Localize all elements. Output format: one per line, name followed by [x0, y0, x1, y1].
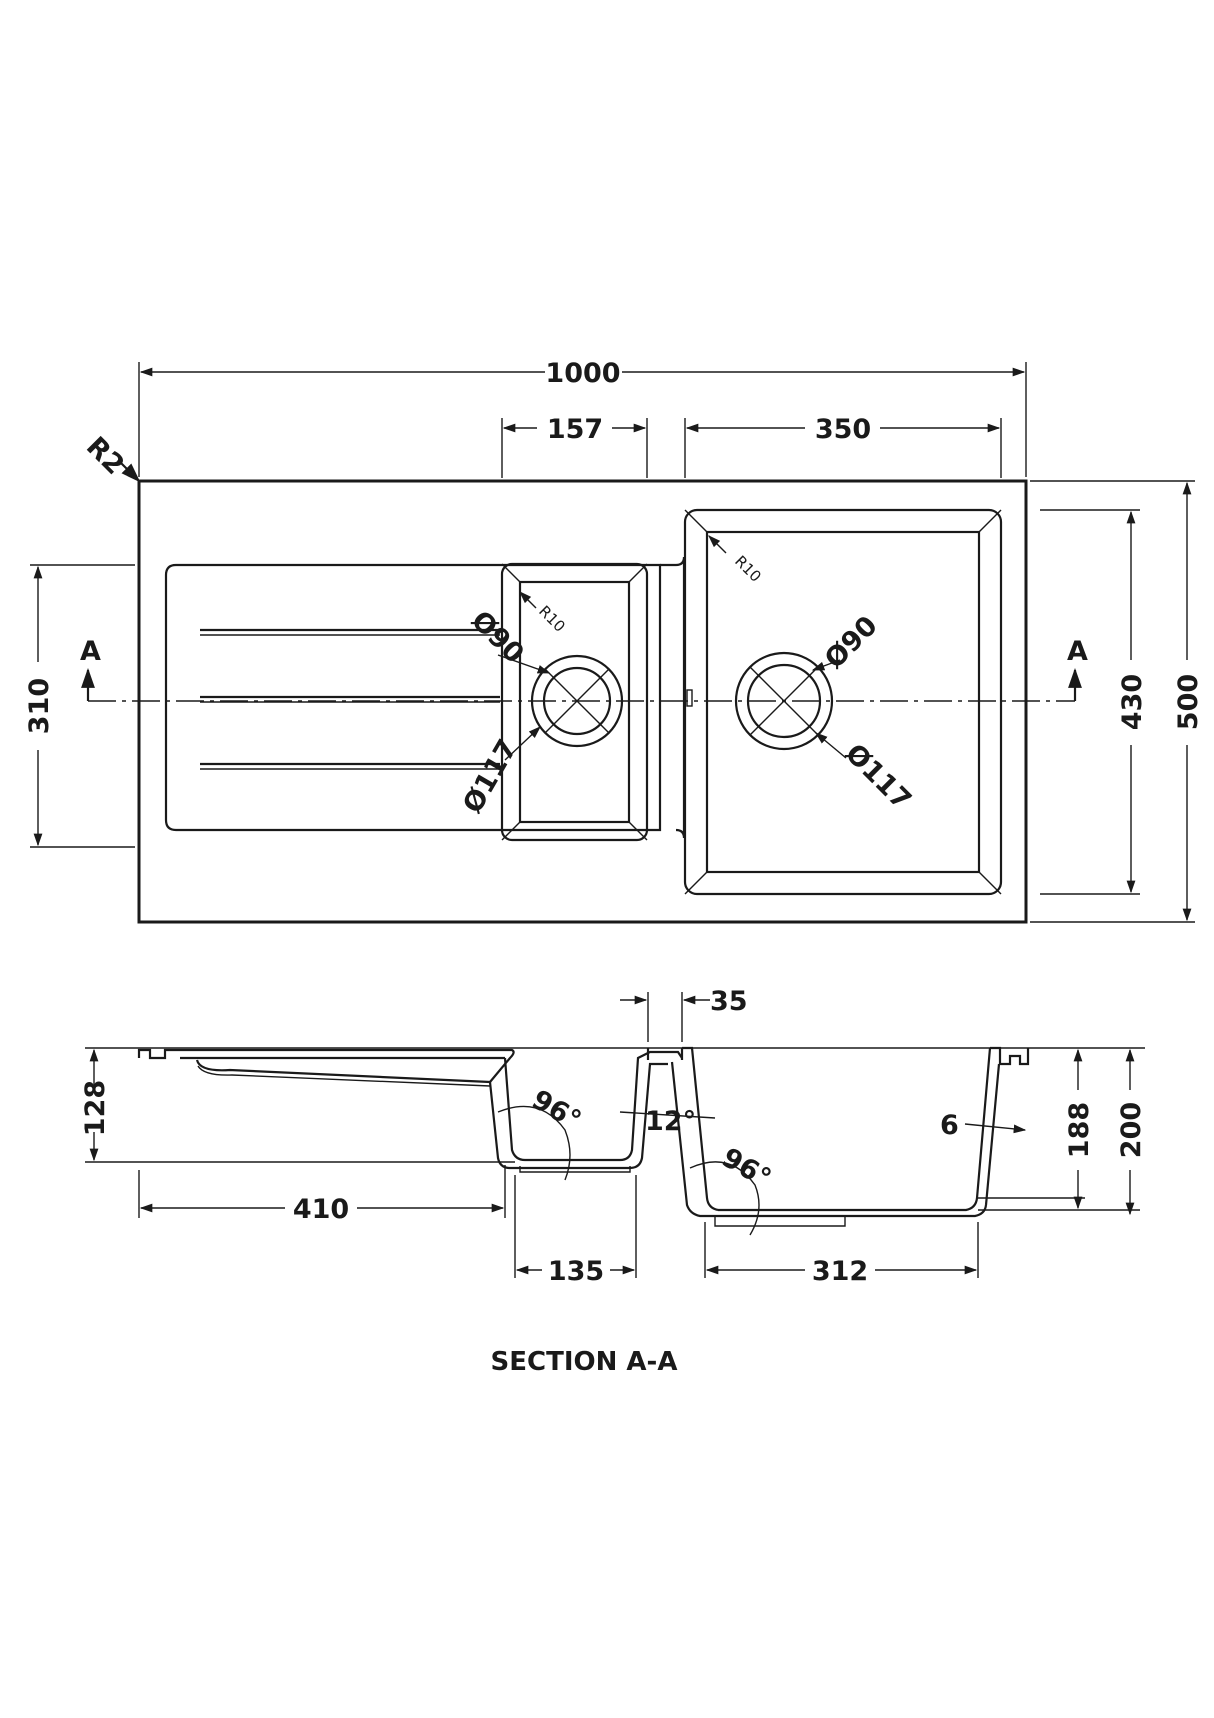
overflow-slot	[686, 689, 693, 707]
drainer-height-dim: 128	[80, 1080, 111, 1136]
left-lip	[137, 1048, 172, 1060]
overflow-gap-dim: 35	[710, 986, 748, 1017]
main-bowl-inner-depth-dim: 188	[1064, 1102, 1095, 1158]
divider-angle-line	[619, 1111, 716, 1119]
drainer-profile-top	[172, 1048, 515, 1083]
divider-angle: 12°	[645, 1106, 696, 1137]
drainer-depth-dim: 310	[24, 678, 55, 734]
small-bowl-angle: 96°	[527, 1084, 587, 1136]
main-bowl-depth-dim: 430	[1117, 674, 1148, 730]
main-bowl-section	[718, 1047, 992, 1212]
small-bowl-section	[503, 1050, 683, 1162]
drainer-connector	[660, 556, 686, 839]
corner-radius-label: R2	[80, 431, 130, 481]
main-bowl-angle: 96°	[717, 1142, 777, 1194]
main-bowl-wall-left	[682, 1046, 719, 1212]
overall-width-dim: 1000	[545, 358, 620, 389]
main-bowl-width-dim: 350	[815, 414, 871, 445]
small-waste-outer-dia: Ø117	[457, 734, 524, 818]
small-bowl-inner	[518, 580, 631, 824]
main-waste-inner-dia: Ø90	[819, 610, 884, 675]
drainer-underside	[195, 1059, 491, 1084]
right-lip	[990, 1046, 1030, 1066]
main-bowl-radius-label: R10	[731, 552, 765, 586]
main-bowl-outer-right	[984, 1063, 1001, 1206]
main-bowl	[683, 508, 1003, 896]
overall-depth-dim: 500	[1173, 674, 1204, 730]
small-bowl-base-dim: 135	[548, 1256, 604, 1287]
main-bowl-base-dim: 312	[812, 1256, 868, 1287]
drainer-width-dim: 157	[547, 414, 603, 445]
drainer-area	[164, 563, 662, 832]
drainer-length-dim: 410	[293, 1194, 349, 1225]
plan-view: A A R2 R10 R10 Ø90 Ø117 Ø90 Ø117 1000 15…	[24, 358, 1204, 924]
main-bowl-inner	[705, 530, 981, 874]
small-bowl	[500, 562, 649, 842]
section-caption: SECTION A-A	[491, 1347, 678, 1377]
section-mark-left: A	[80, 636, 101, 667]
small-bowl-angle-arc	[497, 1105, 571, 1181]
main-bowl-outer	[670, 1061, 988, 1218]
main-bowl-outer-depth-dim: 200	[1116, 1102, 1147, 1158]
small-bowl-radius-label: R10	[535, 602, 569, 636]
wall-thickness-dim: 6	[940, 1110, 959, 1141]
section-view: 35 128 410 135 312 188 200 96°	[80, 986, 1147, 1377]
section-mark-right: A	[1067, 636, 1088, 667]
main-bowl-angle-arc	[689, 1161, 760, 1236]
main-waste-outer-dia: Ø117	[839, 738, 917, 816]
main-waste-outer	[734, 651, 834, 751]
